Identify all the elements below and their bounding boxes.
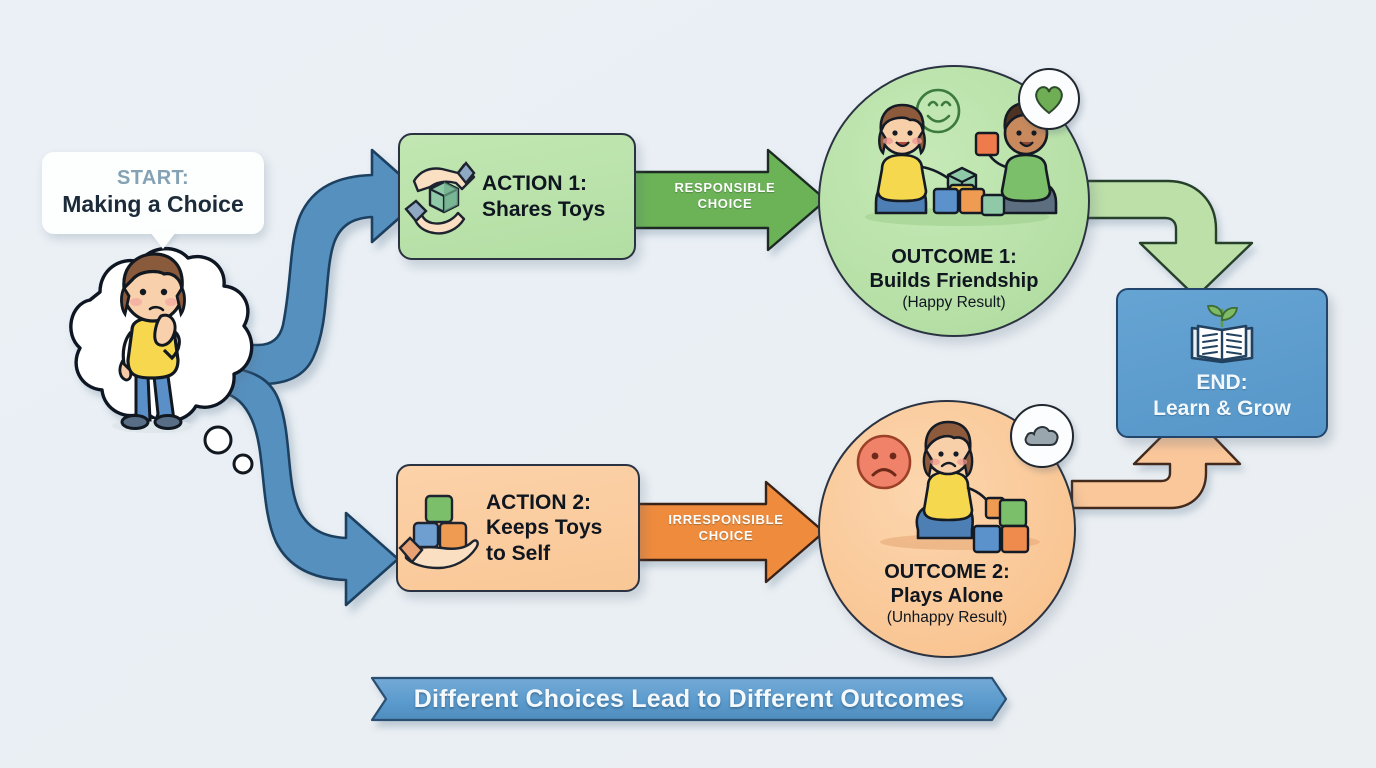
outcome-2-title: Plays Alone (890, 585, 1004, 607)
responsible-choice-line1: RESPONSIBLE (674, 180, 776, 195)
kneeling-child-figure (915, 420, 1006, 540)
action-1-text: ACTION 1: Shares Toys (478, 171, 634, 222)
action-1-value: Shares Toys (482, 197, 606, 221)
action-2-value-line1: Keeps Toys (486, 516, 603, 540)
irresponsible-choice-arrow (634, 480, 826, 584)
outcome-1-circle[interactable]: OUTCOME 1: Builds Friendship (Happy Resu… (818, 65, 1090, 337)
responsible-choice-line2: CHOICE (697, 196, 753, 212)
end-title: Learn & Grow (1153, 397, 1291, 420)
action-2-value-line2: to Self (486, 541, 551, 565)
heart-icon (1035, 86, 1063, 115)
bubble-tail (150, 232, 176, 249)
lonely-child-playing-blocks-icon (856, 420, 1040, 554)
action-1-label: ACTION 1: (482, 171, 587, 195)
irresponsible-choice-line1: IRRESPONSIBLE (668, 512, 784, 527)
book-with-sprout-icon (1190, 305, 1254, 364)
cloud-icon (1024, 426, 1059, 446)
outcome1-to-end-arrow (1076, 179, 1254, 299)
end-label: END: (1196, 371, 1248, 395)
outcome-1-title: Builds Friendship (869, 270, 1039, 292)
boy-figure (974, 101, 1058, 215)
cloud-badge (1010, 404, 1074, 468)
irresponsible-choice-line2: CHOICE (698, 528, 754, 544)
two-children-playing-blocks-icon (865, 88, 1058, 226)
outcome-1-label: OUTCOME 1: (891, 246, 1017, 268)
end-box[interactable]: END: Learn & Grow (1116, 288, 1328, 438)
responsible-choice-arrow (632, 148, 828, 252)
start-speech-bubble: START: Making a Choice (42, 152, 264, 249)
action-2-label: ACTION 2: (486, 490, 591, 514)
outcome-2-caption: OUTCOME 2: Plays Alone (Unhappy Result) (820, 560, 1074, 629)
banner-ribbon (370, 676, 1008, 722)
thought-cloud-icon (69, 247, 254, 433)
outcome-2-label: OUTCOME 2: (884, 561, 1010, 583)
outcome-1-caption: OUTCOME 1: Builds Friendship (Happy Resu… (820, 245, 1088, 314)
irresponsible-choice-label: IRRESPONSIBLE CHOICE (646, 512, 806, 545)
action-1-box[interactable]: ACTION 1: Shares Toys (398, 133, 636, 260)
start-title: Making a Choice (62, 191, 244, 218)
thought-bubble-dots-icon (203, 425, 254, 475)
responsible-choice-label: RESPONSIBLE CHOICE (650, 180, 800, 213)
sharing-hands-block-icon (400, 147, 478, 247)
action-2-text: ACTION 2: Keeps Toys to Self (482, 490, 638, 567)
action-2-box[interactable]: ACTION 2: Keeps Toys to Self (396, 464, 640, 592)
banner: Different Choices Lead to Different Outc… (370, 676, 1008, 722)
start-label: START: (116, 167, 190, 190)
thinking-child-icon (112, 252, 192, 433)
heart-badge (1018, 68, 1080, 130)
outcome-2-note: (Unhappy Result) (886, 609, 1008, 626)
outcome-1-note: (Happy Result) (902, 294, 1006, 311)
hand-holding-blocks-icon (398, 476, 482, 580)
sad-face-icon (856, 434, 912, 490)
banner-text: Different Choices Lead to Different Outc… (413, 684, 965, 713)
